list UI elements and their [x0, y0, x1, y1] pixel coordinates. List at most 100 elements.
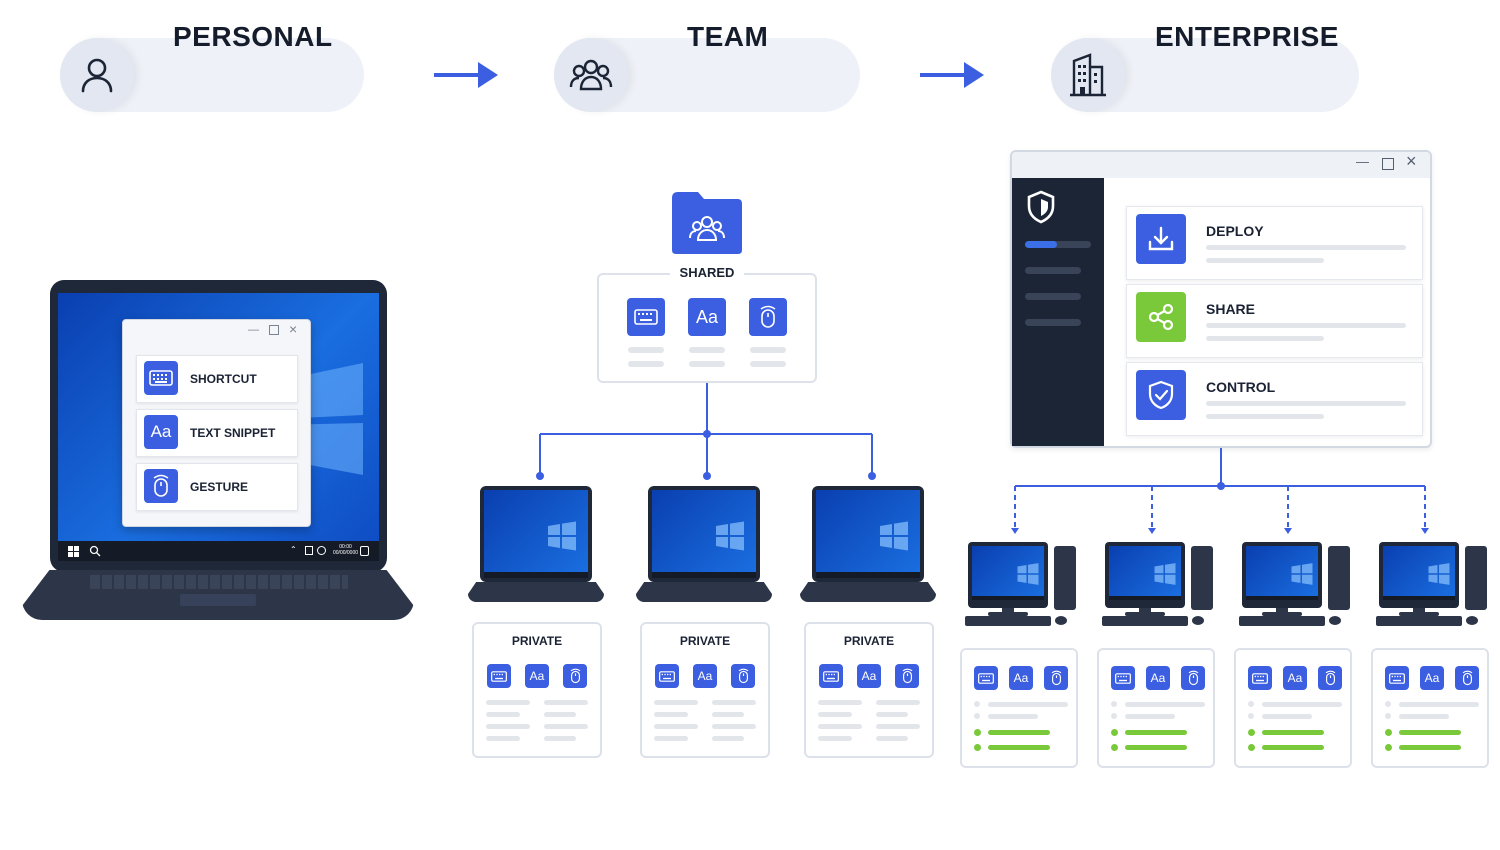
- mouse-gesture-icon: [1181, 666, 1205, 690]
- desktop-monitor: [1242, 542, 1322, 608]
- laptop-base: [468, 582, 604, 602]
- green-status-bar: [988, 730, 1050, 735]
- desktop-monitor: [968, 542, 1048, 608]
- placeholder-line: [654, 724, 698, 729]
- arrow-right-icon: [920, 62, 984, 88]
- placeholder-line: [1206, 414, 1324, 419]
- placeholder-line: [486, 736, 520, 741]
- mouse-device: [1192, 616, 1204, 625]
- bullet-dot: [974, 701, 980, 707]
- green-status-dot: [1248, 729, 1255, 736]
- enterprise-library-card: Aa: [1234, 648, 1352, 768]
- private-label: PRIVATE: [511, 634, 563, 648]
- monitor-stand-base: [988, 612, 1028, 616]
- desktop-monitor: [1379, 542, 1459, 608]
- placeholder-line: [544, 724, 588, 729]
- green-status-bar: [1399, 730, 1461, 735]
- placeholder-line: [689, 361, 725, 367]
- placeholder-line: [486, 712, 520, 717]
- text-aa-icon: Aa: [525, 664, 549, 688]
- text-aa-icon: Aa: [1420, 666, 1444, 690]
- placeholder-line: [818, 736, 852, 741]
- arrow-right-icon: [434, 62, 498, 88]
- mouse-gesture-icon: [1455, 666, 1479, 690]
- mouse-gesture-icon: [144, 469, 178, 503]
- keyboard-icon: [1248, 666, 1272, 690]
- placeholder-line: [988, 714, 1038, 719]
- minimize-button[interactable]: —: [248, 324, 259, 336]
- minimize-button[interactable]: —: [1356, 154, 1369, 169]
- text-aa-icon: Aa: [1146, 666, 1170, 690]
- placeholder-line: [628, 361, 664, 367]
- green-status-dot: [974, 744, 981, 751]
- placeholder-line: [1399, 714, 1449, 719]
- windows-logo-icon: [1153, 562, 1177, 586]
- placeholder-line: [1125, 714, 1175, 719]
- text-aa-icon: Aa: [688, 298, 726, 336]
- maximize-button[interactable]: [269, 325, 279, 335]
- text-snippet-label: TEXT SNIPPET: [190, 426, 276, 440]
- enterprise-connector-lines: [1011, 448, 1429, 534]
- placeholder-line: [988, 702, 1068, 707]
- sidebar-item[interactable]: [1025, 319, 1081, 326]
- placeholder-line: [750, 361, 786, 367]
- shield-check-icon: [1136, 370, 1186, 420]
- text-snippet-item[interactable]: Aa TEXT SNIPPET: [136, 409, 298, 457]
- placeholder-line: [544, 736, 576, 741]
- placeholder-line: [1206, 323, 1406, 328]
- close-button[interactable]: ×: [1406, 151, 1417, 171]
- placeholder-line: [876, 736, 908, 741]
- share-item[interactable]: SHARE: [1126, 284, 1423, 358]
- control-item[interactable]: CONTROL: [1126, 362, 1423, 436]
- laptop-screen: [484, 490, 588, 572]
- green-status-dot: [974, 729, 981, 736]
- placeholder-line: [876, 700, 920, 705]
- deploy-item[interactable]: DEPLOY: [1126, 206, 1423, 280]
- download-icon: [1136, 214, 1186, 264]
- close-button[interactable]: ×: [289, 321, 298, 337]
- green-status-dot: [1385, 744, 1392, 751]
- sidebar-item-active[interactable]: [1025, 241, 1091, 248]
- keyboard-icon: [819, 664, 843, 688]
- pc-tower: [1328, 546, 1350, 610]
- sidebar-item[interactable]: [1025, 267, 1081, 274]
- search-icon[interactable]: [89, 545, 101, 557]
- placeholder-line: [876, 712, 908, 717]
- green-status-dot: [1385, 729, 1392, 736]
- start-icon[interactable]: [68, 546, 79, 557]
- monitor-screen: [1246, 546, 1318, 596]
- text-aa-icon: Aa: [144, 415, 178, 449]
- placeholder-line: [654, 712, 688, 717]
- deploy-label: DEPLOY: [1206, 223, 1264, 239]
- bullet-dot: [1248, 701, 1254, 707]
- green-status-bar: [1399, 745, 1461, 750]
- tray-chevron-icon[interactable]: ⌃: [290, 545, 297, 554]
- keyboard-icon: [487, 664, 511, 688]
- notification-icon[interactable]: [360, 546, 369, 556]
- user-icon: [60, 38, 134, 112]
- bullet-dot: [1111, 701, 1117, 707]
- green-status-dot: [1248, 744, 1255, 751]
- network-icon[interactable]: [305, 546, 313, 555]
- placeholder-line: [654, 700, 698, 705]
- mouse-device: [1466, 616, 1478, 625]
- gesture-item[interactable]: GESTURE: [136, 463, 298, 511]
- windows-logo-icon: [1427, 562, 1451, 586]
- taskbar: [652, 572, 756, 578]
- shortcut-item[interactable]: SHORTCUT: [136, 355, 298, 403]
- volume-icon[interactable]: [317, 546, 326, 555]
- maximize-button[interactable]: [1382, 158, 1394, 170]
- green-status-bar: [1262, 730, 1324, 735]
- placeholder-line: [818, 724, 862, 729]
- text-aa-icon: Aa: [1283, 666, 1307, 690]
- laptop-screen: [816, 490, 920, 572]
- team-tier-label: TEAM: [687, 21, 769, 52]
- placeholder-line: [689, 347, 725, 353]
- enterprise-library-card: Aa: [1097, 648, 1215, 768]
- monitor-screen: [972, 546, 1044, 596]
- monitor-screen: [1383, 546, 1455, 596]
- sidebar-item[interactable]: [1025, 293, 1081, 300]
- placeholder-line: [712, 712, 744, 717]
